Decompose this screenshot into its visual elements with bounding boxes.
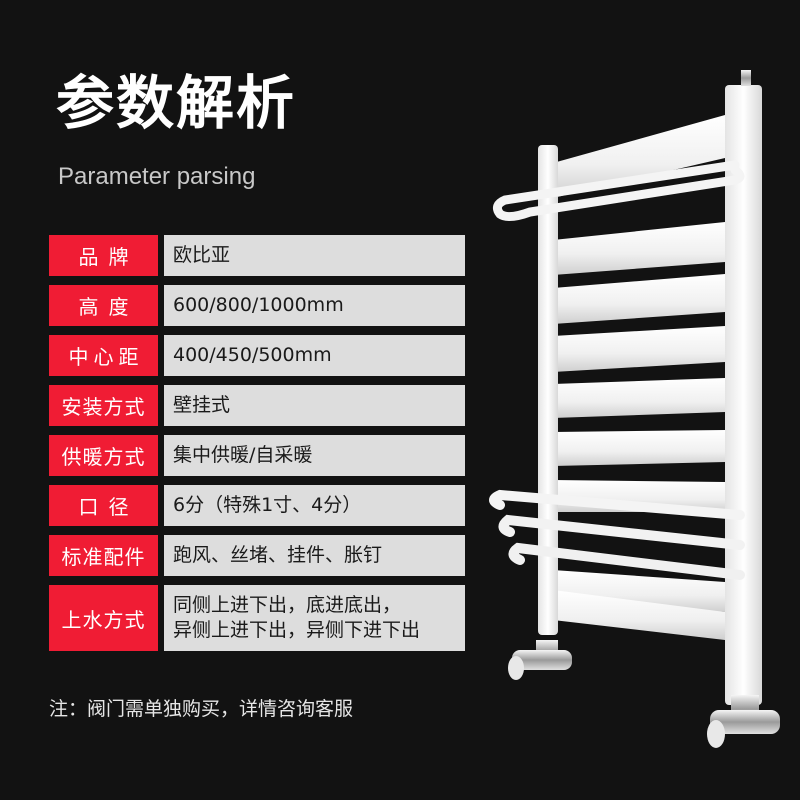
spec-value: 跑风、丝堵、挂件、胀钉: [164, 535, 465, 576]
spec-label: 安装方式: [49, 385, 158, 426]
spec-label: 中心距: [49, 335, 158, 376]
spec-value: 600/800/1000mm: [164, 285, 465, 326]
spec-label: 上水方式: [49, 585, 158, 651]
spec-label: 口径: [49, 485, 158, 526]
towel-radiator-icon: [480, 60, 800, 760]
page-subtitle: Parameter parsing: [58, 163, 256, 190]
spec-row-accessories: 标准配件 跑风、丝堵、挂件、胀钉: [49, 535, 465, 576]
spec-row-water-inlet: 上水方式 同侧上进下出，底进底出， 异侧上进下出，异侧下进下出: [49, 585, 465, 651]
page-title: 参数解析: [56, 69, 297, 137]
spec-row-installation: 安装方式 壁挂式: [49, 385, 465, 426]
spec-row-center-distance: 中心距 400/450/500mm: [49, 335, 465, 376]
spec-label: 高度: [49, 285, 158, 326]
spec-value: 集中供暖/自采暖: [164, 435, 465, 476]
spec-value-line: 异侧上进下出，异侧下进下出: [173, 619, 421, 641]
spec-table: 品牌 欧比亚 高度 600/800/1000mm 中心距 400/450/500…: [49, 235, 465, 660]
spec-value: 6分（特殊1寸、4分）: [164, 485, 465, 526]
spec-row-caliber: 口径 6分（特殊1寸、4分）: [49, 485, 465, 526]
spec-row-heating: 供暖方式 集中供暖/自采暖: [49, 435, 465, 476]
spec-label: 供暖方式: [49, 435, 158, 476]
spec-value: 欧比亚: [164, 235, 465, 276]
spec-label: 标准配件: [49, 535, 158, 576]
valve-note: 注：阀门需单独购买，详情咨询客服: [49, 698, 354, 720]
spec-row-height: 高度 600/800/1000mm: [49, 285, 465, 326]
spec-value-line: 同侧上进下出，底进底出，: [173, 594, 402, 617]
spec-value: 400/450/500mm: [164, 335, 465, 376]
spec-label: 品牌: [49, 235, 158, 276]
spec-row-brand: 品牌 欧比亚: [49, 235, 465, 276]
spec-value: 壁挂式: [164, 385, 465, 426]
spec-value: 同侧上进下出，底进底出， 异侧上进下出，异侧下进下出: [164, 585, 465, 651]
